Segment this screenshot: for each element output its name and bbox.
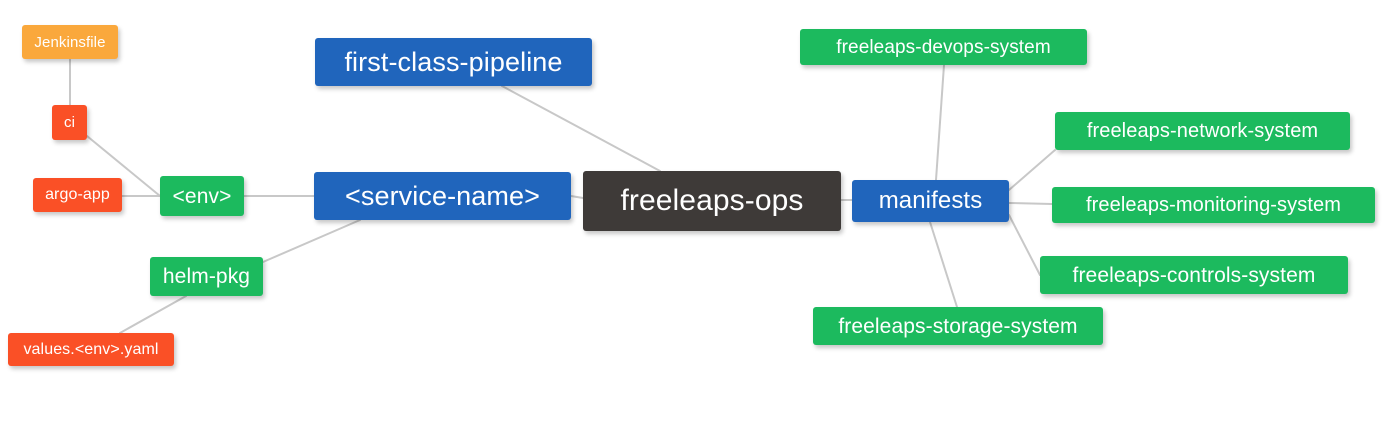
edge-service-name-to-freeleaps-ops [570,195,584,199]
node-label-service-name: <service-name> [345,180,540,211]
node-label-env: <env> [172,184,232,208]
mindmap-node-manifests[interactable]: manifests [852,180,1009,222]
edge-values-yaml-to-helm-pkg [119,295,187,334]
mindmap-node-values-yaml[interactable]: values.<env>.yaml [8,333,174,366]
node-label-controls-system: freeleaps-controls-system [1072,263,1316,287]
mindmap-node-service-name[interactable]: <service-name> [314,172,571,220]
mindmap-node-devops-system[interactable]: freeleaps-devops-system [800,29,1087,65]
mindmap-node-ci[interactable]: ci [52,105,87,140]
mindmap-node-storage-system[interactable]: freeleaps-storage-system [813,307,1103,345]
node-label-manifests: manifests [878,187,983,214]
mindmap-node-helm-pkg[interactable]: helm-pkg [150,257,263,296]
mindmap-node-monitoring-system[interactable]: freeleaps-monitoring-system [1052,187,1375,223]
node-label-storage-system: freeleaps-storage-system [838,314,1078,338]
node-label-first-class-pipeline: first-class-pipeline [344,46,563,77]
edge-manifests-to-devops-system [935,64,945,181]
edge-first-class-pipeline-to-freeleaps-ops [501,85,661,172]
mindmap-node-first-class-pipeline[interactable]: first-class-pipeline [315,38,592,86]
mindmap-node-env[interactable]: <env> [160,176,244,216]
node-label-jenkinsfile: Jenkinsfile [34,33,106,51]
node-label-helm-pkg: helm-pkg [162,265,251,288]
node-label-ci: ci [63,114,76,131]
edge-manifests-to-storage-system [929,221,958,308]
node-label-monitoring-system: freeleaps-monitoring-system [1085,194,1341,216]
node-label-network-system: freeleaps-network-system [1086,120,1319,142]
mindmap-node-controls-system[interactable]: freeleaps-controls-system [1040,256,1348,294]
node-label-devops-system: freeleaps-devops-system [836,36,1051,58]
node-label-argo-app: argo-app [45,186,110,203]
mindmap-node-freeleaps-ops[interactable]: freeleaps-ops [583,171,841,231]
edge-manifests-to-network-system [1008,149,1056,191]
mindmap-node-jenkinsfile[interactable]: Jenkinsfile [22,25,118,59]
node-label-values-yaml: values.<env>.yaml [23,340,159,358]
edge-manifests-to-monitoring-system [1008,202,1053,205]
mindmap-node-network-system[interactable]: freeleaps-network-system [1055,112,1350,150]
edge-helm-pkg-to-service-name [262,219,361,263]
mindmap-node-argo-app[interactable]: argo-app [33,178,122,212]
node-label-freeleaps-ops: freeleaps-ops [620,184,804,217]
edge-manifests-to-controls-system [1008,214,1041,276]
